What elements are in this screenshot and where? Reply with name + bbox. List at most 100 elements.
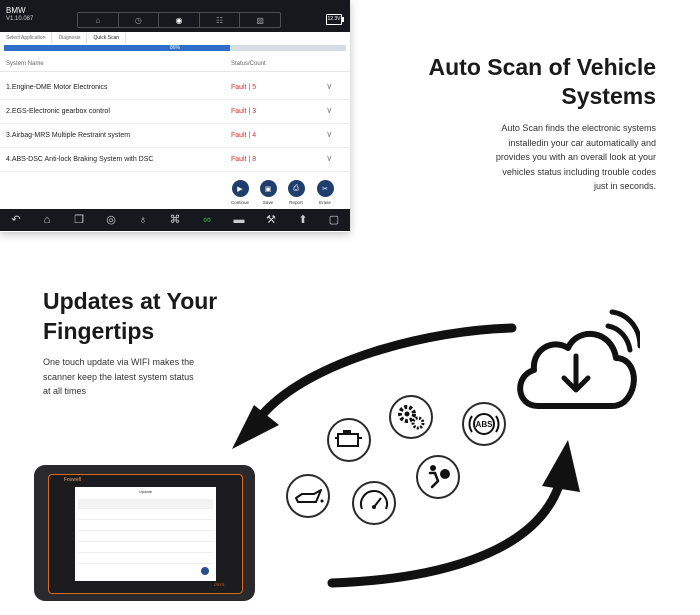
report-icon: ⎙ xyxy=(287,180,305,197)
clock-icon[interactable]: ◷ xyxy=(119,13,160,27)
chevron-down-icon[interactable]: ∨ xyxy=(326,81,333,91)
auto-scan-description: Auto Scan finds the electronic systems i… xyxy=(420,121,656,194)
device-table-row xyxy=(78,532,213,542)
upload-icon[interactable]: ⬆ xyxy=(298,214,308,226)
vehicle-version: V1.10.087 xyxy=(6,16,34,22)
scan-progress-label: 86% xyxy=(169,45,180,51)
wrench-icon[interactable]: ⚒ xyxy=(266,214,276,226)
scan-progress-fill xyxy=(4,45,230,51)
breadcrumb-item[interactable]: Quick Scan xyxy=(87,33,127,43)
gears-icon xyxy=(389,395,433,439)
continue-button[interactable]: ▶ Continue xyxy=(227,180,253,205)
cloud-download-icon xyxy=(517,309,640,409)
updates-heading-line: Updates at Your xyxy=(43,288,218,314)
device-table-row xyxy=(78,543,213,553)
breadcrumb: Select Application Diagnosis Quick Scan xyxy=(0,33,350,43)
airbag-icon xyxy=(416,455,460,499)
system-name: 1.Engine-DME Motor Electronics xyxy=(6,84,108,91)
description-line: vehicles status including trouble codes xyxy=(502,166,656,177)
description-line: installedin your car automatically and xyxy=(508,137,656,148)
windows-icon[interactable]: ❐ xyxy=(74,214,84,226)
oil-icon xyxy=(286,474,330,518)
browser-icon[interactable]: ♁ xyxy=(138,214,148,226)
fault-status: Fault | 4 xyxy=(231,132,257,139)
fullscreen-icon[interactable]: ▢ xyxy=(328,214,340,226)
device-screen-title: Update xyxy=(139,489,152,494)
link-icon[interactable]: ∞ xyxy=(203,214,211,226)
description-line: Auto Scan finds the electronic systems xyxy=(501,123,656,133)
crop-icon[interactable]: ⌘ xyxy=(169,214,181,226)
home-icon[interactable]: ⌂ xyxy=(43,214,51,226)
gauge-icon xyxy=(352,481,396,525)
svg-text:ABS: ABS xyxy=(476,420,494,429)
chevron-down-icon[interactable]: ∨ xyxy=(326,129,333,139)
description-line: One touch update via WIFI makes the xyxy=(43,357,195,367)
device-model: i75TS xyxy=(214,582,225,587)
device-update-button xyxy=(201,567,209,575)
device-brand: Foxwell xyxy=(64,477,81,483)
breadcrumb-item[interactable]: Diagnosis xyxy=(52,33,88,43)
column-header-system-name: System Name xyxy=(6,61,44,67)
top-tab-bar: ⌂ ◷ ◉ ☷ ▨ xyxy=(77,12,281,28)
updates-heading-line: Fingertips xyxy=(43,318,155,344)
auto-scan-heading: Auto Scan of Vehicle Systems xyxy=(330,53,657,111)
device-table-row xyxy=(78,510,213,520)
report-label: Report xyxy=(289,200,303,205)
scan-progress-bar: 86% xyxy=(4,45,346,51)
table-header: System Name Status/Count xyxy=(0,57,350,72)
column-header-status: Status/Count xyxy=(231,61,266,67)
scan-screenshot-panel: BMW V1.10.087 ⌂ ◷ ◉ ☷ ▨ 12.3V Select App… xyxy=(0,0,350,232)
image-icon[interactable]: ▨ xyxy=(256,15,264,25)
table-row[interactable]: 4.ABS-DSC Anti-lock Braking System with … xyxy=(0,147,350,172)
updates-description: One touch update via WIFI makes the scan… xyxy=(43,355,243,399)
table-row[interactable]: 2.EGS-Electronic gearbox control Fault |… xyxy=(0,99,350,124)
camera-icon[interactable]: ◎ xyxy=(106,214,116,226)
device-table-header xyxy=(78,499,213,509)
save-label: Save xyxy=(262,200,274,205)
device-table-row xyxy=(78,521,213,531)
chevron-down-icon[interactable]: ∨ xyxy=(326,105,333,115)
fault-status: Fault | 5 xyxy=(231,84,257,91)
save-button[interactable]: ▣ Save xyxy=(255,180,281,205)
continue-label: Continue xyxy=(230,200,249,205)
network-icon[interactable]: ☷ xyxy=(200,13,241,27)
breadcrumb-item[interactable]: Select Application xyxy=(0,33,53,43)
system-name: 3.Airbag-MRS Multiple Restraint system xyxy=(6,132,131,139)
device-screen: Update xyxy=(75,487,216,581)
chevron-down-icon[interactable]: ∨ xyxy=(326,153,333,163)
system-name: 4.ABS-DSC Anti-lock Braking System with … xyxy=(6,156,154,163)
device-table-row xyxy=(78,554,213,564)
description-line: provides you with an overall look at you… xyxy=(495,152,656,162)
description-line: scanner keep the latest system status xyxy=(43,371,194,382)
auto-scan-heading-line: Auto Scan of Vehicle xyxy=(428,54,657,80)
erase-button[interactable]: ✂ Erase xyxy=(312,180,338,205)
upper-arrow-curve xyxy=(257,323,517,420)
play-icon: ▶ xyxy=(231,180,249,197)
top-bar: BMW V1.10.087 ⌂ ◷ ◉ ☷ ▨ 12.3V xyxy=(0,0,350,32)
table-row[interactable]: 3.Airbag-MRS Multiple Restraint system F… xyxy=(0,123,350,148)
report-button[interactable]: ⎙ Report xyxy=(283,180,309,205)
fault-status: Fault | 8 xyxy=(231,156,257,163)
auto-scan-heading-line: Systems xyxy=(561,83,656,109)
description-line: at all times xyxy=(43,386,87,396)
lower-arrowhead xyxy=(542,440,580,492)
system-name: 2.EGS-Electronic gearbox control xyxy=(6,108,110,115)
back-icon[interactable]: ↶ xyxy=(11,214,21,226)
save-icon: ▣ xyxy=(259,180,277,197)
car-icon[interactable]: ▬ xyxy=(233,214,245,226)
updates-heading: Updates at Your Fingertips xyxy=(43,286,313,346)
description-line: just in seconds. xyxy=(593,181,656,191)
engine-icon xyxy=(327,418,371,462)
vehicle-make: BMW xyxy=(6,6,26,15)
home-icon[interactable]: ⌂ xyxy=(78,13,119,27)
record-icon[interactable]: ◉ xyxy=(159,13,200,27)
erase-label: Erase xyxy=(319,200,331,205)
battery-icon: 12.3V xyxy=(326,14,344,25)
scanner-device: Foxwell Update i75TS xyxy=(34,465,255,601)
erase-icon: ✂ xyxy=(316,180,334,197)
table-row[interactable]: 1.Engine-DME Motor Electronics Fault | 5… xyxy=(0,75,350,100)
lower-arrow-curve xyxy=(327,483,563,588)
upper-arrowhead xyxy=(232,405,279,449)
bottom-nav-bar: ↶ ⌂ ❐ ◎ ♁ ⌘ ∞ ▬ ⚒ ⬆ ▢ xyxy=(0,209,350,231)
